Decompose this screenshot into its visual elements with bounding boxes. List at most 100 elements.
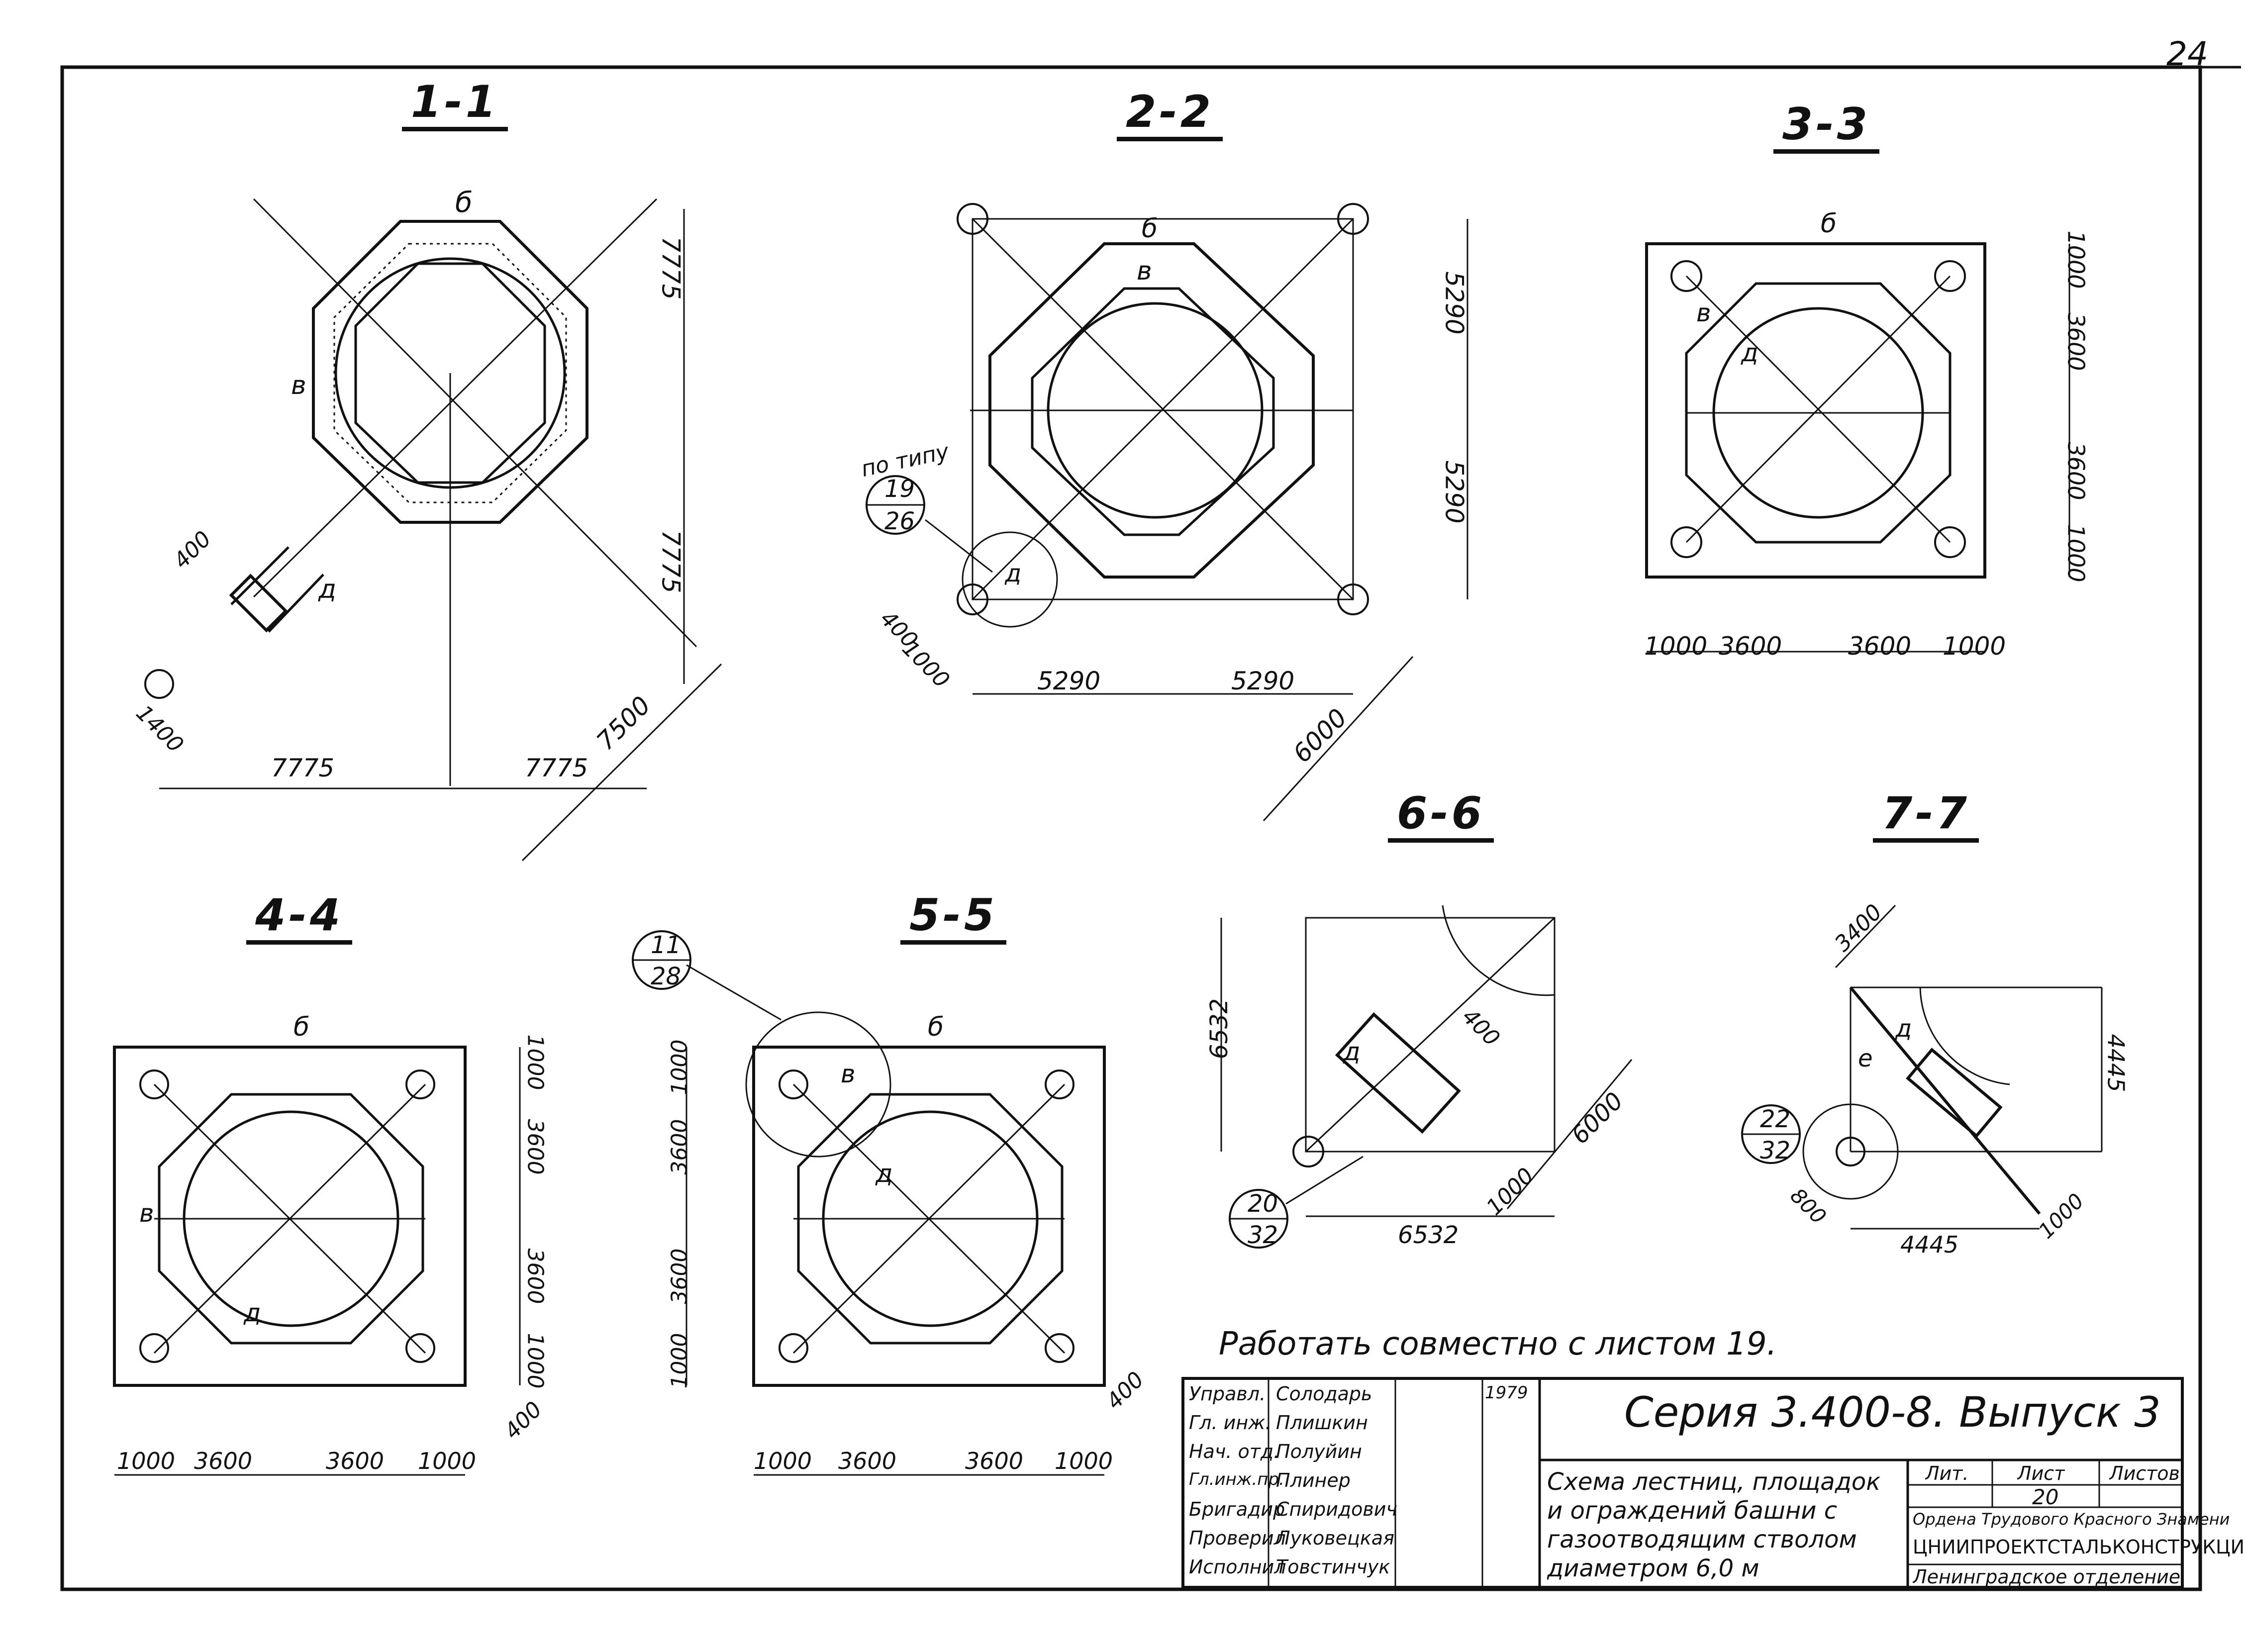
mark-d: д (1741, 338, 1758, 367)
column-marker-bl (139, 1333, 169, 1363)
dim-label: 1000 (1943, 632, 2006, 661)
column-marker-tr (405, 1069, 435, 1099)
section-5-5-plan (632, 930, 1106, 1476)
column-marker-tl (1670, 260, 1702, 292)
dim-label: 6532 (1398, 1221, 1459, 1249)
column-marker-bl (1670, 526, 1702, 558)
signature-role: Бригадир (1189, 1498, 1285, 1520)
dim-label: 1000 (667, 1333, 692, 1389)
signature-name: Полуйин (1276, 1441, 1362, 1462)
column-marker-tr (1045, 1069, 1074, 1099)
stair-flight (1335, 1012, 1461, 1134)
platform-outer-octagon (988, 242, 1315, 579)
dim-label: 1000 (2062, 524, 2090, 583)
signature-name: Товстинчук (1276, 1556, 1390, 1578)
mark-e: е (1858, 1045, 1873, 1072)
dim-label: 4445 (1900, 1231, 1959, 1258)
stair-landing (229, 574, 288, 633)
dim-label: 3600 (194, 1448, 253, 1474)
section-2-2-plan (866, 203, 1468, 822)
mark-b: б (455, 187, 473, 219)
section-title-2-2: 2-2 (1117, 87, 1223, 141)
column-marker-br (1934, 526, 1966, 558)
swing-arc (1442, 905, 1555, 996)
grid-square (1305, 917, 1556, 1153)
axis-diag-2 (972, 218, 1354, 600)
detail-circle (745, 1011, 891, 1158)
mark-d: д (244, 1298, 261, 1327)
dim-line-diag (521, 663, 722, 862)
signature-name: Спиридович (1276, 1498, 1397, 1520)
leader-line (686, 964, 781, 1021)
section-6-6-plan (1220, 905, 1633, 1249)
dim-line-diag (1835, 904, 1896, 969)
dim-label: 3600 (838, 1448, 897, 1474)
platform-inner-octagon (1031, 287, 1275, 536)
detail-circle (962, 531, 1058, 628)
dim-label: 3600 (667, 1248, 692, 1304)
dim-label: 1000 (418, 1448, 477, 1474)
org-line-3: Ленинградское отделение (1913, 1566, 2181, 1588)
dim-label: 3600 (965, 1448, 1024, 1474)
stair-run-1 (230, 546, 290, 605)
dim-label: 1000 (522, 1034, 548, 1090)
dim-line-diag (1263, 656, 1414, 822)
column-marker-br (405, 1333, 435, 1363)
swing-arc (1919, 987, 2010, 1085)
diag-axis-1 (253, 198, 697, 648)
mark-v: в (139, 1199, 154, 1228)
dim-label: 1000 (117, 1448, 176, 1474)
dim-label: 3600 (1848, 632, 1912, 661)
mark-v: в (841, 1060, 856, 1088)
stair-run-2 (268, 574, 324, 633)
signature-date: 1979 (1485, 1383, 1528, 1403)
signature-role: Гл. инж. (1189, 1412, 1271, 1434)
platform-outer-square (1645, 242, 1986, 579)
detail-circle (1802, 1103, 1899, 1200)
mark-v: в (1696, 298, 1711, 327)
dim-label: 4445 (2102, 1034, 2130, 1092)
section-title-7-7: 7-7 (1873, 788, 1979, 843)
platform-outer-square (113, 1046, 467, 1387)
dim-label: 1000 (667, 1039, 692, 1095)
axis-diag-2 (1685, 275, 1951, 543)
general-note: Работать совместно с листом 19. (1219, 1326, 1777, 1362)
sheets-label: Листов (2109, 1462, 2180, 1484)
dim-label: 5290 (1231, 667, 1295, 695)
dim-label: 3600 (522, 1248, 548, 1304)
title-block-grid (1268, 1377, 2184, 1589)
series-title: Серия 3.400-8. Выпуск 3 (1624, 1388, 2161, 1437)
dim-label: 3600 (667, 1119, 692, 1175)
sheet-number: 20 (2032, 1485, 2059, 1509)
column-marker (1292, 1136, 1324, 1167)
platform-inner-octagon (797, 1093, 1064, 1345)
signature-name: Луковецкая (1276, 1527, 1395, 1549)
mark-b: б (1142, 214, 1158, 244)
dim-label: 5290 (1037, 667, 1101, 695)
section-4-4-plan (113, 1046, 521, 1476)
dim-label: 1000 (754, 1448, 812, 1474)
dim-label: 3600 (2062, 442, 2090, 500)
column-grid (972, 218, 1354, 600)
callout-top: 20 (1248, 1190, 1278, 1218)
platform-outer-octagon (312, 220, 588, 524)
mark-b: б (293, 1012, 310, 1042)
platform-inner-octagon (158, 1093, 424, 1345)
section-title-5-5: 5-5 (900, 890, 1006, 945)
org-line-1: Ордена Трудового Красного Знамени (1913, 1510, 2230, 1529)
callout-bottom: 32 (1248, 1221, 1278, 1249)
section-title-1-1: 1-1 (402, 77, 508, 131)
section-1-1-plan (144, 198, 722, 862)
signature-role: Исполнил (1189, 1556, 1286, 1578)
callout-bottom: 32 (1760, 1137, 1791, 1165)
title-block (1181, 1377, 2184, 1589)
column-marker-tl (957, 203, 988, 235)
signature-role: Нач. отд. (1189, 1441, 1280, 1462)
platform-diagonal (1849, 986, 2041, 1215)
dim-label: 5290 (1440, 460, 1469, 524)
section-3-3-plan (1645, 242, 2070, 653)
dim-line-diag (1506, 1059, 1633, 1209)
dim-label: 7775 (525, 754, 588, 782)
